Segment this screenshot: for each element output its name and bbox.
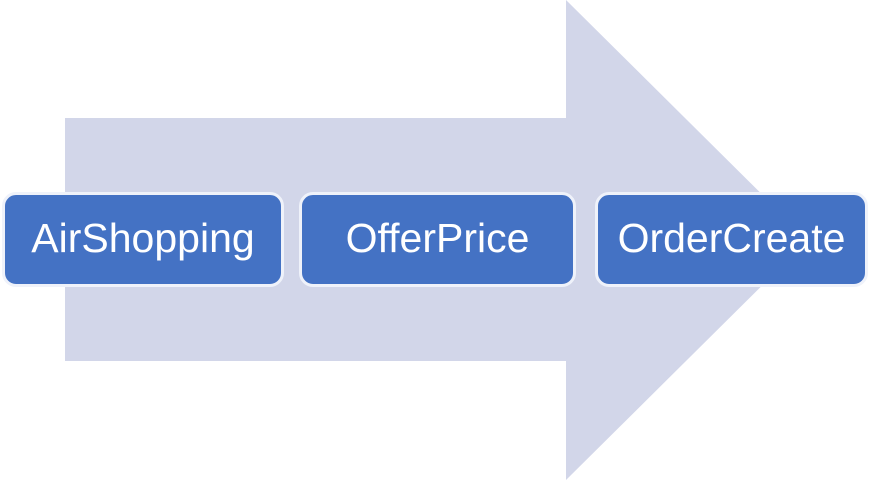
step-airshopping: AirShopping — [2, 192, 284, 287]
step-airshopping-label: AirShopping — [31, 215, 255, 261]
step-ordercreate-label: OrderCreate — [617, 215, 846, 261]
step-offerprice: OfferPrice — [299, 192, 576, 287]
step-ordercreate: OrderCreate — [595, 192, 868, 287]
step-offerprice-label: OfferPrice — [345, 215, 530, 261]
